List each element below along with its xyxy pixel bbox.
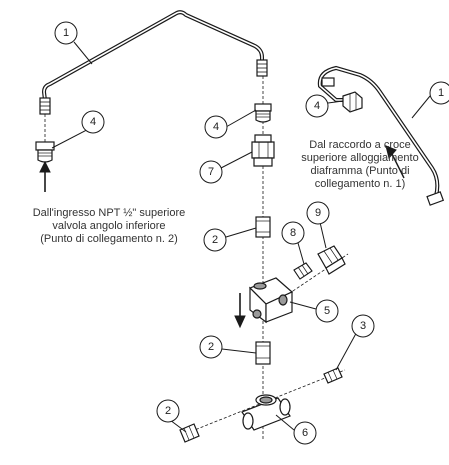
fitting-4-right [342, 91, 363, 113]
callout-circle-2c [156, 399, 180, 423]
leader-lines [51, 41, 431, 433]
callout-number-6: 6 [302, 427, 308, 439]
callout-number-1a: 1 [63, 27, 69, 39]
callout-circles [54, 21, 449, 445]
fitting-2-lower [179, 423, 200, 443]
fitting-3 [323, 367, 343, 384]
callout-number-1b: 1 [438, 87, 444, 99]
tube-upper-left [39, 10, 268, 115]
callout-number-2c: 2 [165, 405, 171, 417]
fitting-4-left [35, 141, 55, 163]
callout-number-9: 9 [315, 207, 321, 219]
callout-number-8: 8 [290, 227, 296, 239]
arrow-right-note-icon [385, 145, 405, 179]
note-right-connection-1: Dal raccordo a croce superiore alloggiam… [301, 139, 419, 190]
callout-number-2b: 2 [208, 341, 214, 353]
note-left-connection-2: Dall'ingresso NPT ½" superiore valvola a… [32, 207, 186, 245]
callout-numbers: 1 4 1 4 4 7 2 8 9 5 3 2 2 6 [63, 27, 444, 439]
callout-circle-4c [204, 115, 228, 139]
callout-circle-1a [54, 21, 78, 45]
callout-circle-6 [293, 421, 317, 445]
callout-circle-1b [429, 81, 449, 105]
fitting-8 [293, 262, 313, 280]
fitting-4-center [254, 103, 272, 123]
fitting-9 [317, 245, 346, 275]
callout-circle-3 [351, 314, 375, 338]
callout-number-3: 3 [360, 320, 366, 332]
callout-number-7: 7 [208, 166, 214, 178]
callout-circle-9 [306, 201, 330, 225]
tube-right [317, 65, 445, 206]
fitting-2-middle [255, 341, 271, 365]
callout-circle-7 [199, 160, 223, 184]
fitting-2-upper [255, 216, 271, 238]
callout-circle-5 [315, 299, 339, 323]
callout-number-2a: 2 [212, 234, 218, 246]
fitting-5-cross [248, 277, 294, 324]
callout-number-4a: 4 [90, 116, 96, 128]
fitting-6-tee [241, 394, 291, 431]
callout-circle-2a [203, 228, 227, 252]
arrow-up-icon [39, 160, 51, 192]
callout-circle-8 [281, 221, 305, 245]
callout-number-4c: 4 [213, 121, 219, 133]
callout-circle-2b [199, 335, 223, 359]
fitting-7 [251, 134, 275, 167]
callout-number-5: 5 [324, 305, 330, 317]
callout-circle-4a [81, 110, 105, 134]
callout-number-4b: 4 [314, 100, 320, 112]
arrow-down-icon [234, 293, 246, 329]
callout-circle-4b [305, 94, 329, 118]
